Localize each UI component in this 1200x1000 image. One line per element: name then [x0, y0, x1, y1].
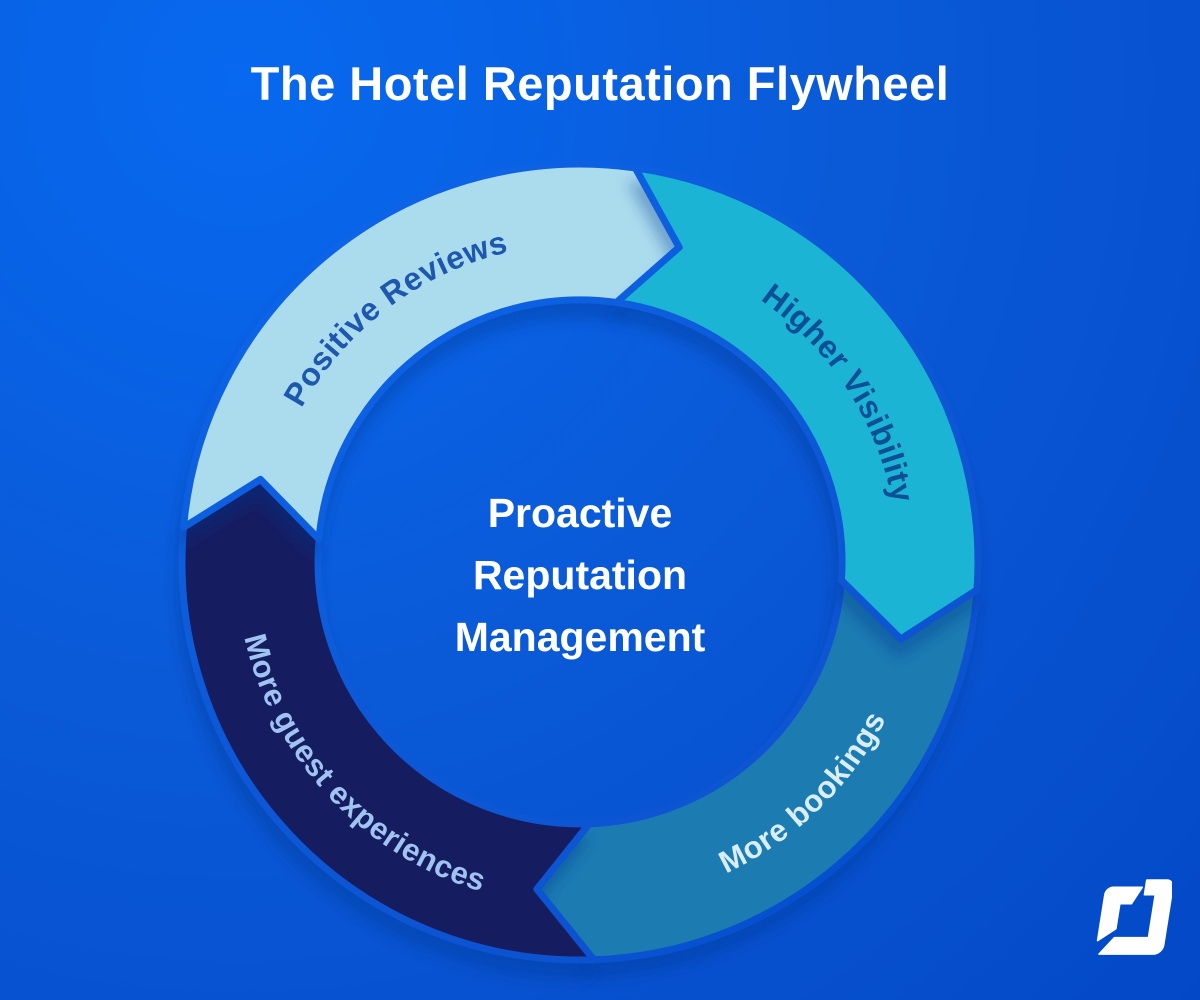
center-label: Proactive Reputation Management — [380, 482, 780, 668]
segment-more-bookings — [533, 576, 981, 964]
segment-higher-visibility — [613, 164, 982, 643]
segment-more-guest-experiences — [178, 475, 598, 964]
segment-positive-reviews — [180, 160, 683, 543]
diagram-title: The Hotel Reputation Flywheel — [250, 57, 950, 110]
center-label-line3: Management — [454, 614, 706, 660]
brand-logo-lower-hook — [1098, 879, 1172, 955]
brand-logo-icon — [1096, 879, 1172, 955]
center-label-line1: Proactive — [487, 490, 673, 536]
brand-logo-upper-hook — [1096, 886, 1144, 942]
center-label-line2: Reputation — [472, 552, 688, 598]
